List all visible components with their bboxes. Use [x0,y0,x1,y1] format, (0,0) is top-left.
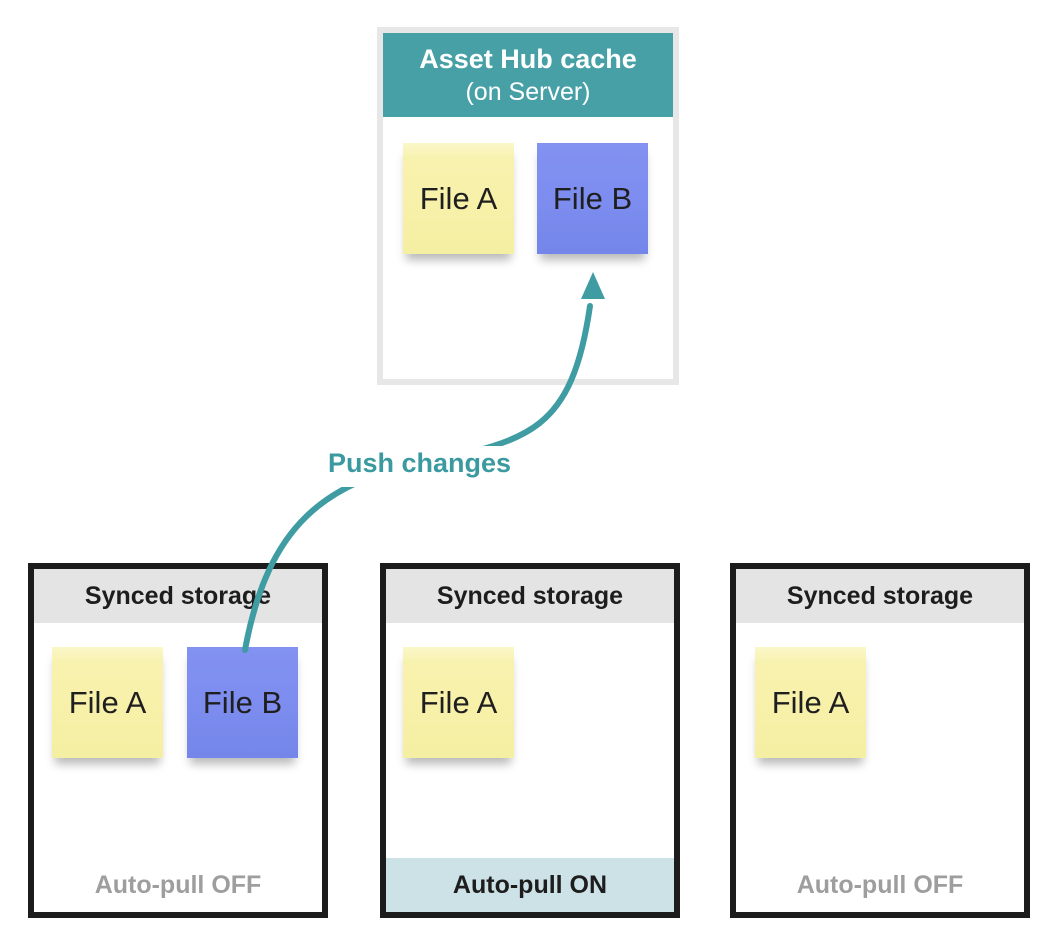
sticky-note-file-b: File B [537,143,648,254]
synced-storage-box-2: Synced storage File A Auto-pull ON [380,563,680,918]
asset-hub-cache-subtitle: (on Server) [465,78,591,106]
synced-storage-box-1: Synced storage File A File B Auto-pull O… [28,563,328,918]
sticky-note-label: File A [68,684,147,720]
sticky-note-file-a: File A [755,647,866,758]
autopull-status-badge: Auto-pull OFF [94,870,262,899]
synced-storage-header: Synced storage [386,569,674,623]
asset-hub-cache-title: Asset Hub cache [419,44,637,74]
sticky-note-file-a: File A [403,647,514,758]
synced-storage-header: Synced storage [34,569,322,623]
sticky-note-label: File A [419,180,498,216]
sticky-note-label: File B [202,684,283,720]
sticky-note-file-a: File A [403,143,514,254]
sticky-note-label: File A [419,684,498,720]
sticky-note-file-b: File B [187,647,298,758]
autopull-status-badge: Auto-pull OFF [796,870,964,899]
asset-hub-cache-box: Asset Hub cache (on Server) File A File … [377,27,679,385]
sticky-note-label: File B [552,180,633,216]
sticky-note-label: File A [771,684,850,720]
push-changes-label: Push changes [320,446,522,487]
synced-storage-box-3: Synced storage File A Auto-pull OFF [730,563,1030,918]
sticky-note-file-a: File A [52,647,163,758]
synced-storage-header: Synced storage [736,569,1024,623]
autopull-status-badge: Auto-pull ON [386,858,674,912]
asset-hub-cache-header: Asset Hub cache (on Server) [383,33,673,117]
